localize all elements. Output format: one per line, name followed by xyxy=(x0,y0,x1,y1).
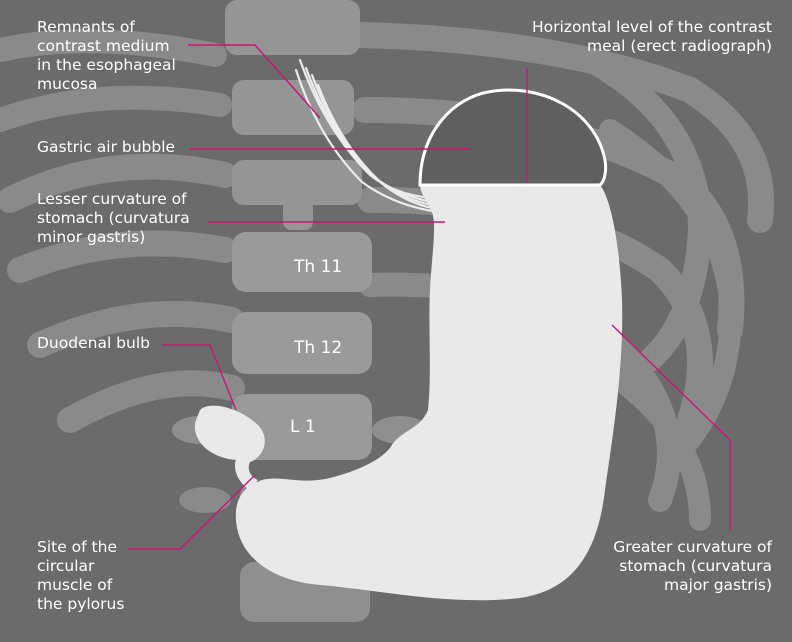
label-air-bubble: Gastric air bubble xyxy=(37,138,175,157)
label-horizontal-level: Horizontal level of the contrast meal (e… xyxy=(532,18,772,56)
label-duodenal-bulb: Duodenal bulb xyxy=(37,334,150,353)
vertebra-label-l1: L 1 xyxy=(290,417,316,437)
vertebra-label-th11: Th 11 xyxy=(293,257,342,277)
vertebra-label-th12: Th 12 xyxy=(293,338,342,358)
label-pylorus: Site of the circular muscle of the pylor… xyxy=(37,538,124,614)
label-remnants: Remnants of contrast medium in the esoph… xyxy=(37,18,176,94)
label-greater-curvature: Greater curvature of stomach (curvatura … xyxy=(613,538,772,595)
label-lesser-curvature: Lesser curvature of stomach (curvatura m… xyxy=(37,190,190,247)
